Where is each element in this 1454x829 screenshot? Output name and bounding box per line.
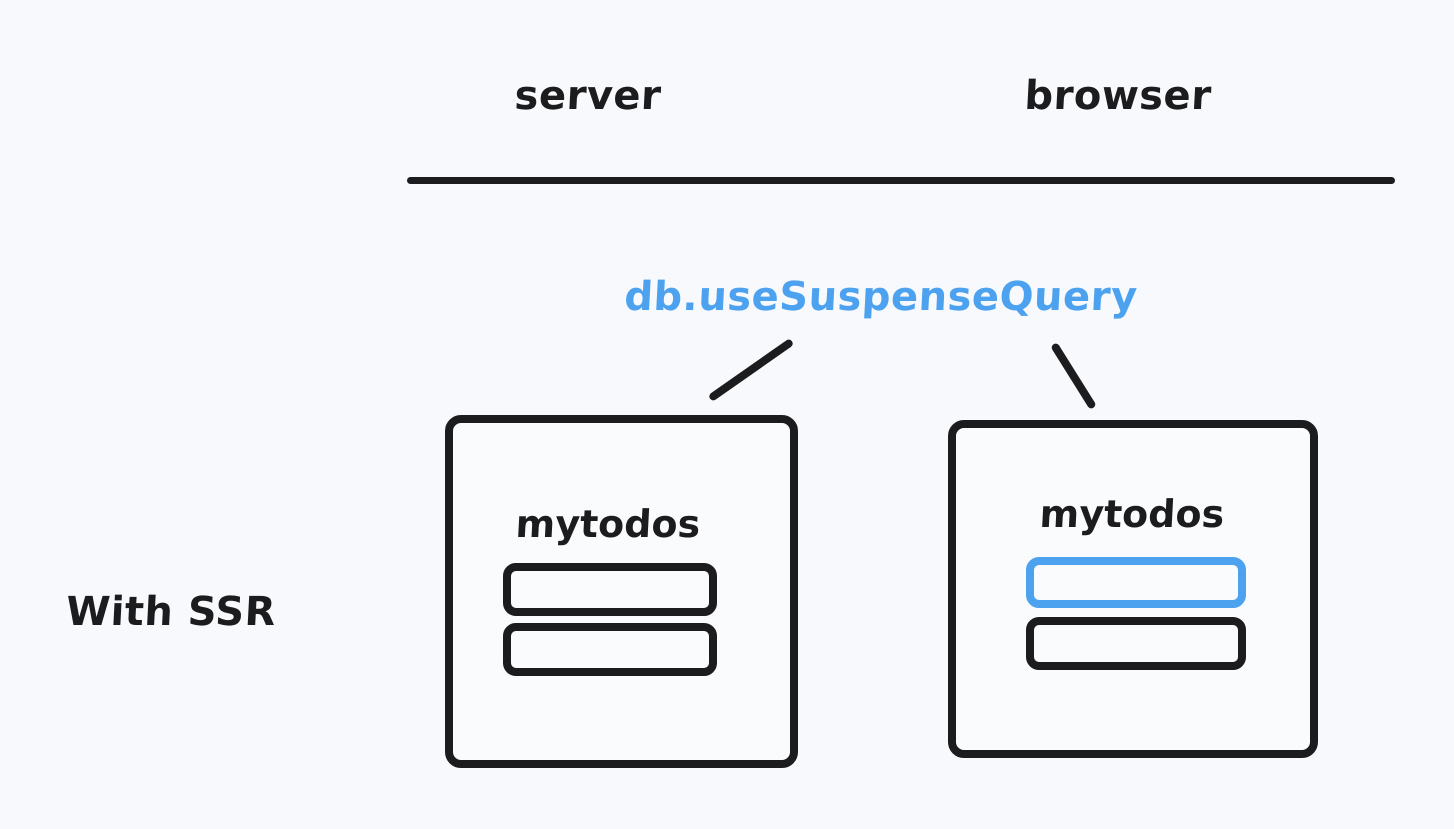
annotation-label-use-suspense-query: db.useSuspenseQuery xyxy=(623,274,1139,320)
row-label-with-ssr: With SSR xyxy=(64,589,278,635)
server-todo-item-2 xyxy=(503,623,717,676)
browser-todo-item-2 xyxy=(1026,617,1246,670)
browser-panel-title: mytodos xyxy=(1038,492,1226,536)
leader-line-to-browser-panel xyxy=(1050,342,1097,410)
column-header-server: server xyxy=(513,73,663,119)
browser-todo-item-1-highlighted xyxy=(1026,557,1246,608)
header-divider xyxy=(407,177,1395,184)
leader-line-to-server-panel xyxy=(707,338,795,402)
column-header-browser: browser xyxy=(1023,73,1213,119)
server-panel-title: mytodos xyxy=(514,502,702,546)
server-todo-item-1 xyxy=(503,563,717,616)
